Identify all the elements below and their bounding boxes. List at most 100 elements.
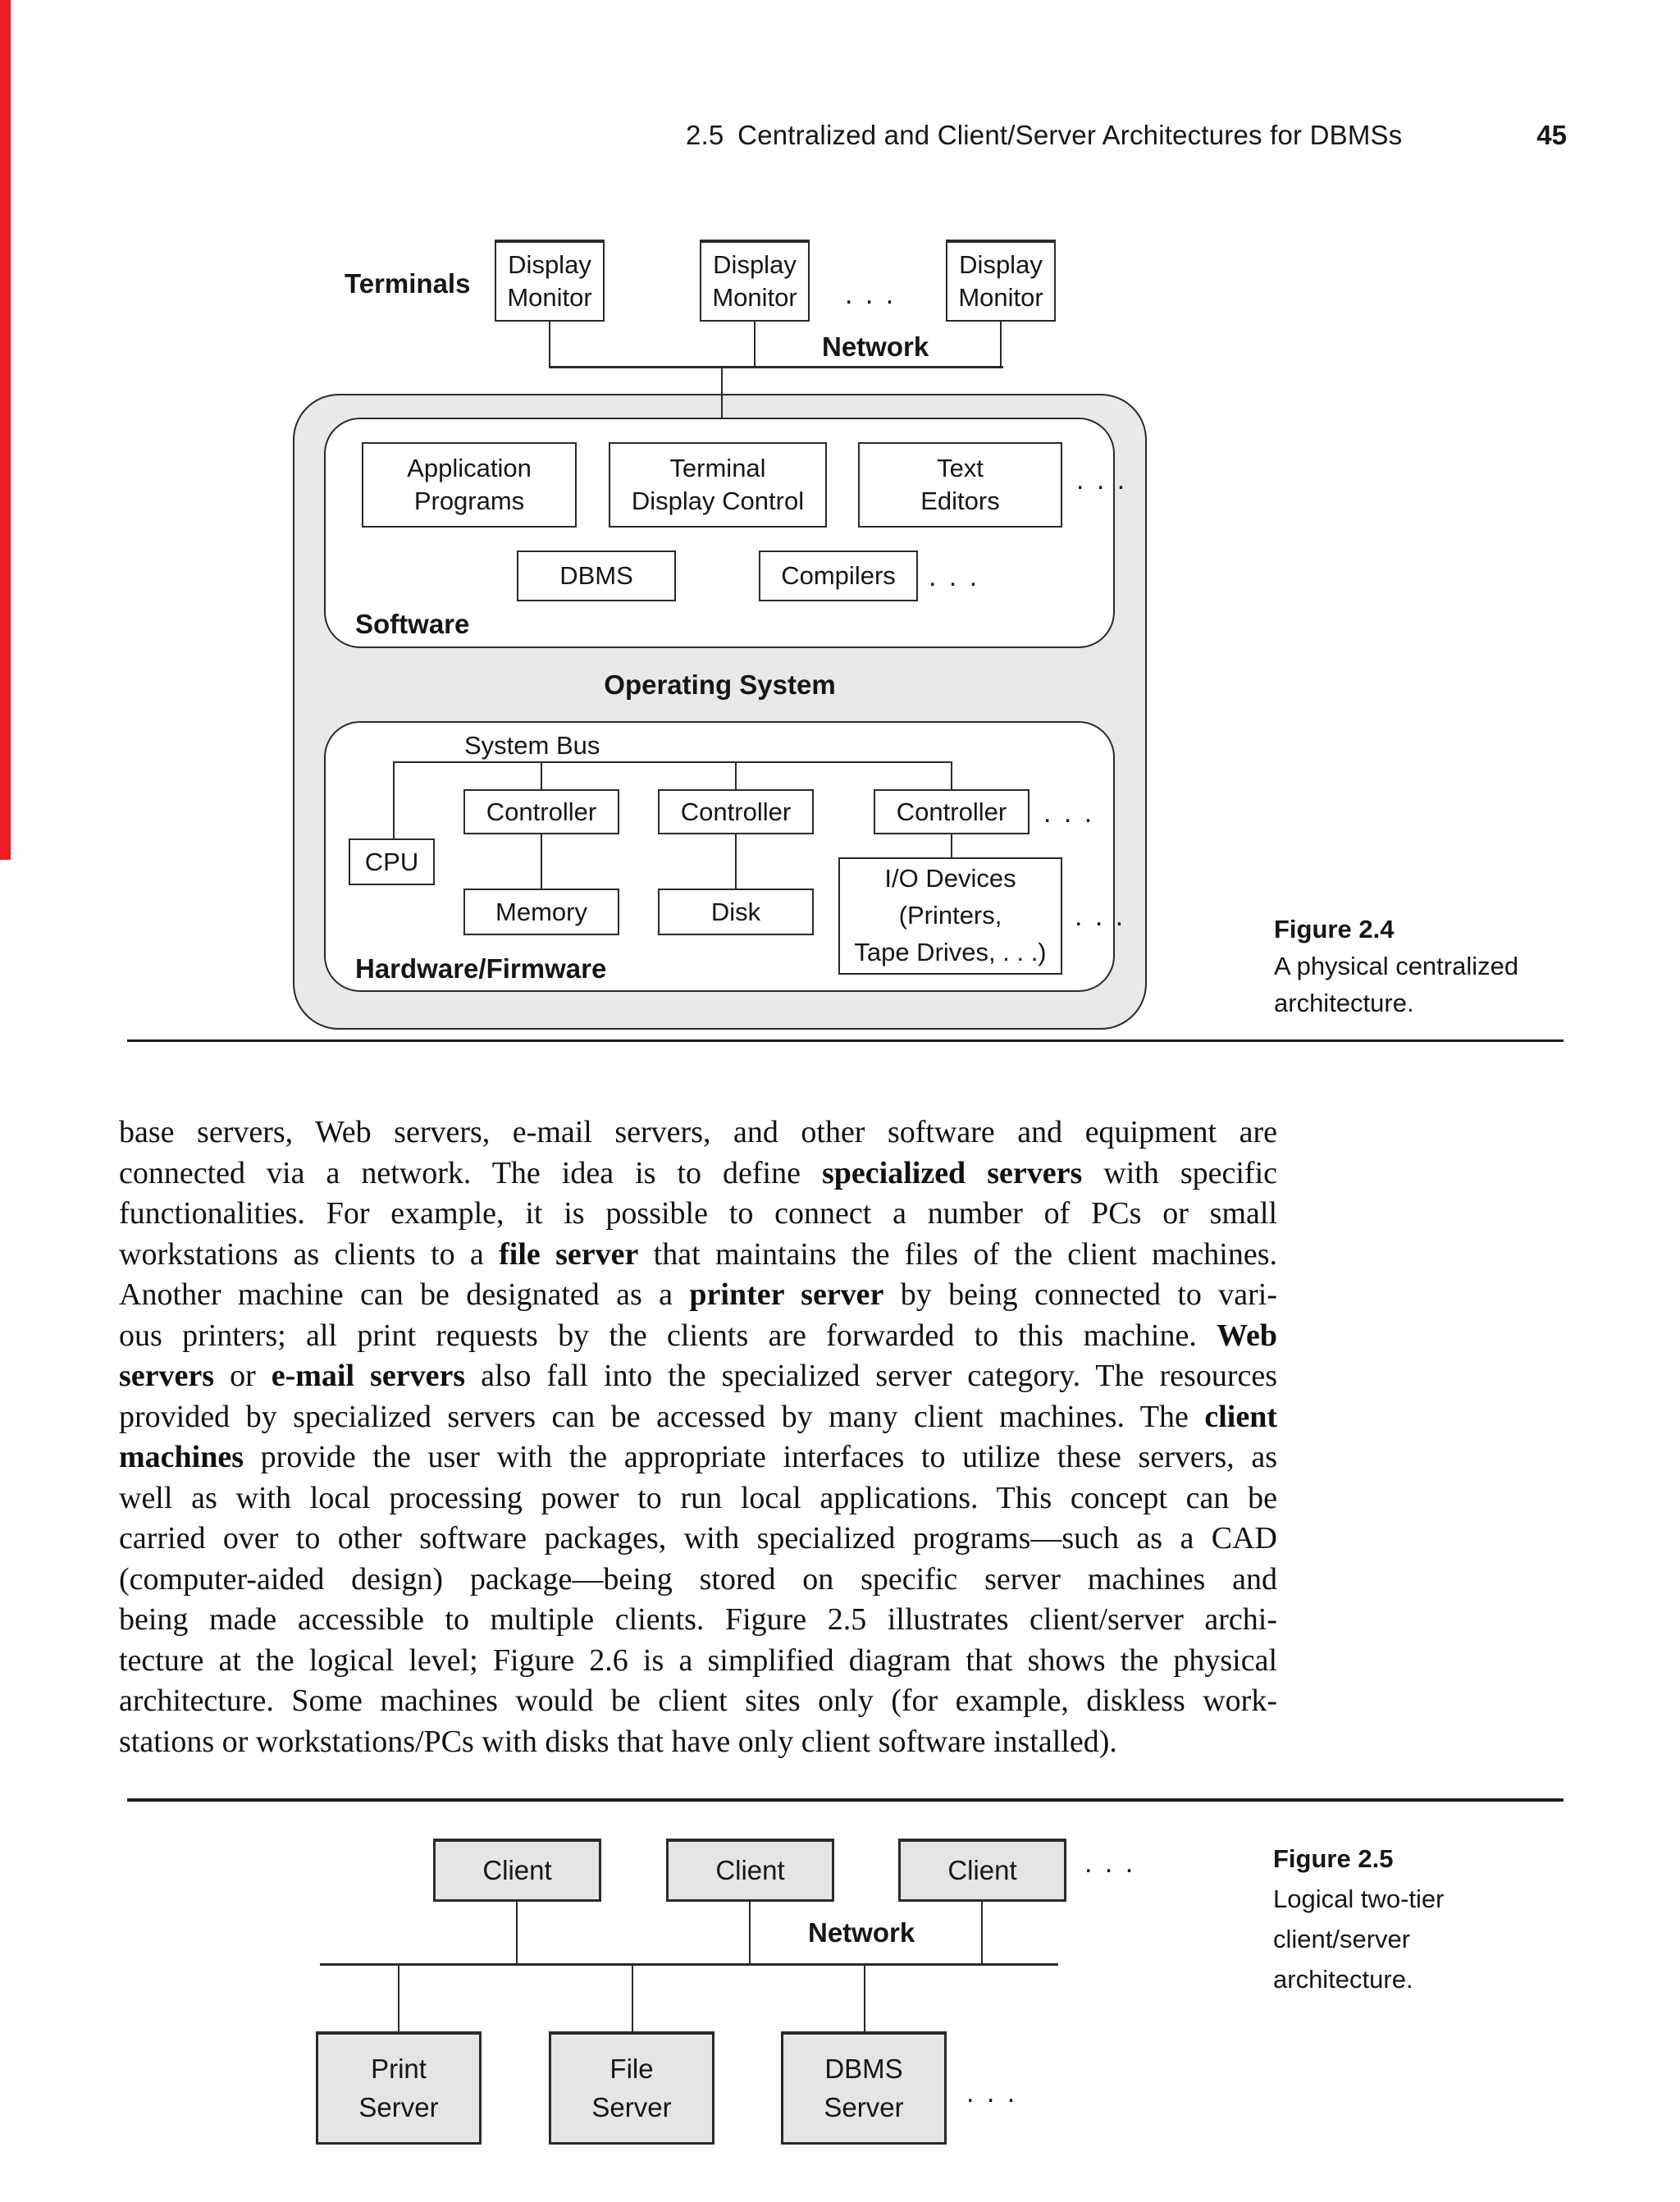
body-text-line: ous printers; all print requests by the … xyxy=(119,1318,1277,1353)
connector-line xyxy=(754,322,756,368)
io-devices-line3: Tape Drives, . . .) xyxy=(854,937,1047,966)
client-box: Client xyxy=(433,1839,601,1902)
body-text-line: architecture. Some machines would be cli… xyxy=(119,1683,1277,1718)
connector-line xyxy=(981,1902,983,1965)
body-text-line: tecture at the logical level; Figure 2.6… xyxy=(119,1642,1277,1678)
disk-label: Disk xyxy=(710,897,761,926)
hardware-firmware-label: Hardware/Firmware xyxy=(355,953,607,984)
controller-label: Controller xyxy=(680,797,792,826)
connector-line xyxy=(864,1966,865,2031)
dbms-label: DBMS xyxy=(559,561,633,591)
connector-line xyxy=(541,763,542,789)
body-paragraph: base servers, Web servers, e-mail server… xyxy=(119,1112,1277,1762)
client-box: Client xyxy=(666,1839,834,1902)
operating-system-label: Operating System xyxy=(604,669,836,700)
connector-line xyxy=(951,834,952,857)
figure-2-5-caption-line: architecture. xyxy=(1273,1965,1413,1994)
terminal-display-control-line2: Display Control xyxy=(631,487,805,515)
connector-line xyxy=(549,322,550,368)
print-server-box: Print Server xyxy=(316,2031,482,2145)
body-text-line: machines provide the user with the appro… xyxy=(119,1440,1277,1474)
memory-box: Memory xyxy=(463,889,619,935)
connector-line xyxy=(516,1902,518,1965)
connector-line xyxy=(721,368,723,444)
controller-box: Controller xyxy=(463,789,619,834)
body-text-line: connected via a network. The idea is to … xyxy=(119,1155,1277,1190)
cpu-label: CPU xyxy=(364,847,419,876)
controller-box: Controller xyxy=(658,789,814,834)
display-monitor-label-line2: Monitor xyxy=(958,283,1043,312)
body-text-line: provided by specialized servers can be a… xyxy=(119,1399,1277,1434)
body-text-line: well as with local processing power to r… xyxy=(119,1480,1277,1515)
body-text-line: stations or workstations/PCs with disks … xyxy=(119,1724,1117,1759)
running-head-title: 2.5 Centralized and Client/Server Archit… xyxy=(686,120,1403,150)
connector-line xyxy=(632,1966,633,2031)
client-label: Client xyxy=(715,1854,785,1885)
controller-label: Controller xyxy=(486,797,597,826)
body-text-line: being made accessible to multiple client… xyxy=(119,1602,1277,1637)
client-label: Client xyxy=(947,1854,1017,1885)
system-bus-label: System Bus xyxy=(464,731,600,760)
print-server-line1: Print xyxy=(371,2054,427,2085)
file-server-line2: Server xyxy=(591,2091,672,2122)
ellipsis: . . . xyxy=(1076,464,1128,496)
dbms-box: DBMS xyxy=(517,550,676,601)
display-monitor-label-line2: Monitor xyxy=(712,283,797,312)
display-monitor-box: Display Monitor xyxy=(495,240,605,322)
terminals-label: Terminals xyxy=(345,268,471,299)
display-monitor-label-line1: Display xyxy=(713,250,797,280)
dbms-server-box: DBMS Server xyxy=(781,2031,947,2145)
body-text-line: Another machine can be designated as a p… xyxy=(119,1277,1277,1312)
ellipsis: . . . xyxy=(929,561,980,592)
connector-line xyxy=(951,763,952,789)
connector-line xyxy=(735,834,737,889)
client-label: Client xyxy=(482,1854,552,1885)
figure-2-4-caption-line: A physical centralized xyxy=(1274,952,1519,980)
text-editors-line1: Text xyxy=(937,454,984,483)
ellipsis: . . . xyxy=(966,2077,1018,2108)
figure-2-4-caption: Figure 2.4 A physical centralized archit… xyxy=(1274,911,1518,1021)
print-server-line2: Server xyxy=(358,2091,439,2122)
ellipsis: . . . xyxy=(845,279,897,310)
io-devices-line2: (Printers, xyxy=(898,901,1002,930)
network-label: Network xyxy=(808,1917,915,1948)
application-programs-box: Application Programs xyxy=(362,442,577,528)
dbms-server-line1: DBMS xyxy=(824,2054,903,2085)
ellipsis: . . . xyxy=(1075,901,1126,932)
ellipsis: . . . xyxy=(1043,797,1095,829)
ellipsis: . . . xyxy=(1084,1848,1136,1879)
display-monitor-label-line1: Display xyxy=(508,250,591,280)
network-label: Network xyxy=(822,331,929,362)
network-line xyxy=(320,1963,1058,1966)
figure-2-5-caption-title: Figure 2.5 xyxy=(1273,1844,1394,1873)
controller-label: Controller xyxy=(896,797,1007,826)
compilers-box: Compilers xyxy=(759,550,918,601)
body-text-line: workstations as clients to a file server… xyxy=(119,1236,1277,1272)
display-monitor-box: Display Monitor xyxy=(946,240,1056,322)
client-box: Client xyxy=(898,1839,1066,1902)
cpu-box: CPU xyxy=(349,838,435,885)
connector-line xyxy=(1000,322,1002,368)
figure-2-4-caption-title: Figure 2.4 xyxy=(1274,915,1395,943)
io-devices-box: I/O Devices (Printers, Tape Drives, . . … xyxy=(838,857,1062,975)
network-line xyxy=(549,366,1003,368)
file-server-line1: File xyxy=(609,2054,654,2085)
terminal-display-control-box: Terminal Display Control xyxy=(609,442,827,528)
horizontal-rule xyxy=(127,1798,1564,1802)
page-number: 45 xyxy=(1536,120,1567,150)
figure-2-5-caption: Figure 2.5 Logical two-tier client/serve… xyxy=(1273,1839,1444,1999)
disk-box: Disk xyxy=(658,889,814,935)
figure-2-5-caption-line: client/server xyxy=(1273,1925,1411,1953)
connector-line xyxy=(398,1966,399,2031)
display-monitor-box: Display Monitor xyxy=(700,240,810,322)
system-bus-line xyxy=(393,761,952,763)
connector-line xyxy=(541,834,542,889)
figure-2-5-caption-line: Logical two-tier xyxy=(1273,1884,1445,1913)
application-programs-line1: Application xyxy=(407,454,532,483)
dbms-server-line2: Server xyxy=(824,2091,904,2122)
io-devices-line1: I/O Devices xyxy=(884,864,1016,893)
software-label: Software xyxy=(355,609,470,639)
connector-line xyxy=(749,1902,751,1965)
body-text-line: (computer-aided design) package—being st… xyxy=(119,1561,1277,1597)
